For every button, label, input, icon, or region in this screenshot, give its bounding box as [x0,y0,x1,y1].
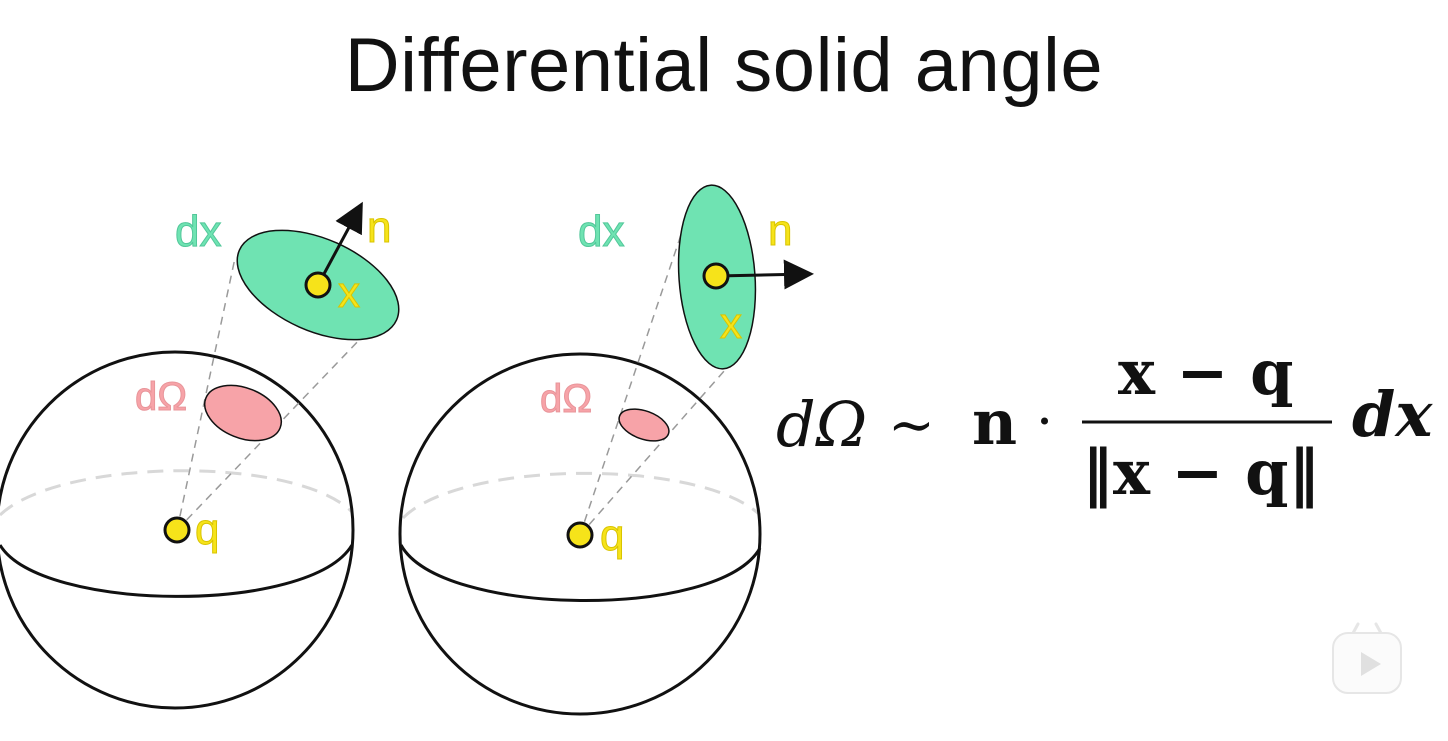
right-dOmega-label: dΩ [540,377,592,421]
right-diagram: dx n x dΩ q [398,184,814,716]
right-point-x [702,262,730,290]
left-equator-back [0,469,354,517]
left-x-label: x [338,268,360,317]
right-equator-front [399,544,762,602]
right-q-label: q [600,511,624,560]
left-sphere [0,350,355,710]
right-sphere [398,352,762,716]
formula-lhs: dΩ [776,388,867,461]
formula: dΩ ∼ n · x − q ‖x − q‖ dx [776,336,1433,509]
right-x-label: x [720,299,742,348]
right-projected-area [618,408,670,442]
formula-numerator: x − q [1118,336,1293,409]
formula-relation: ∼ [888,393,935,458]
formula-n: n [972,386,1017,459]
right-projection-line [579,213,689,536]
left-dx-label: dx [175,207,221,256]
right-equator-back [401,471,762,520]
right-n-label: n [768,206,792,255]
page-title: Differential solid angle [344,23,1104,108]
left-diagram: dx n x dΩ q [0,201,400,710]
right-normal-arrow [716,259,814,290]
formula-dot: · [1036,390,1053,453]
left-point-x [304,271,332,299]
right-dx-label: dx [578,207,624,256]
left-normal-arrow [316,201,363,286]
formula-denominator: ‖x − q‖ [1082,436,1319,509]
left-projected-area [203,384,283,442]
right-point-q [566,521,594,549]
formula-dx: dx [1352,378,1433,451]
left-point-q [163,516,191,544]
left-q-label: q [195,505,219,554]
left-n-label: n [367,203,391,252]
left-projection-line [176,257,236,531]
left-equator-front [0,544,354,598]
right-projection-line [579,361,733,536]
left-dOmega-label: dΩ [135,375,187,419]
play-icon[interactable] [1332,632,1402,694]
